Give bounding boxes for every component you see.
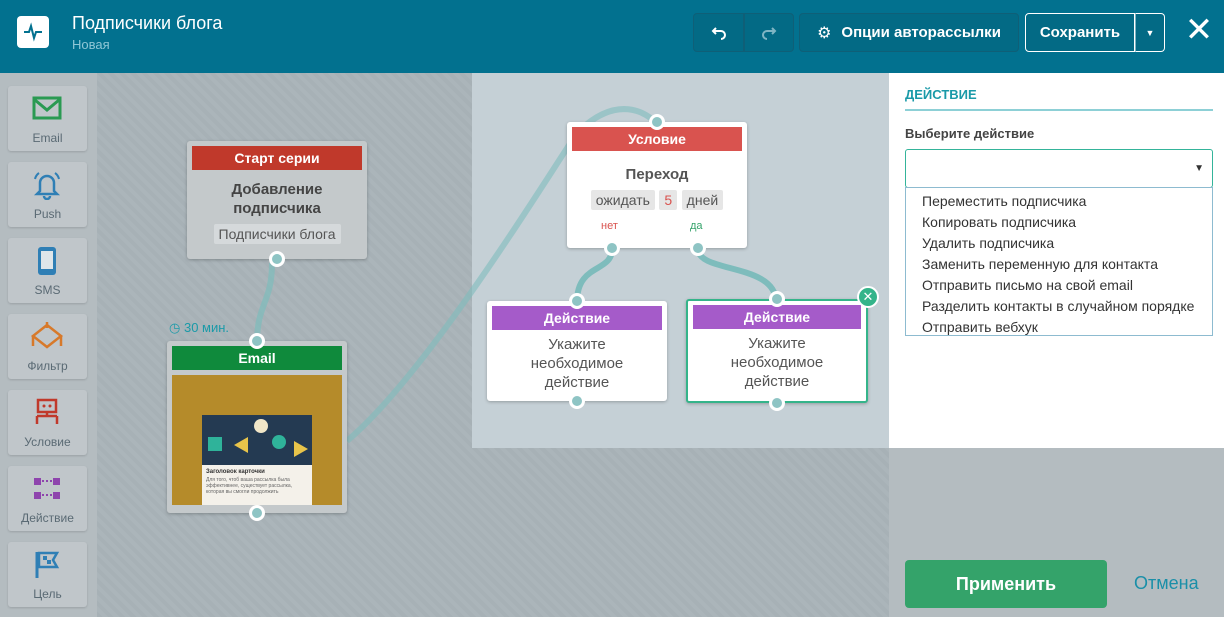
tool-filter-label: Фильтр [27, 359, 68, 373]
envelope-icon [32, 96, 62, 120]
page-title: Подписчики блога [72, 13, 223, 33]
cancel-button[interactable]: Отмена [1134, 573, 1199, 593]
undo-button[interactable] [693, 13, 744, 52]
start-node-tag: Подписчики блога [213, 224, 341, 244]
tool-goal[interactable]: Цель [8, 542, 87, 607]
delay-value: 30 мин. [183, 320, 230, 335]
email-preview: Заголовок карточки Для того, чтоб ваша р… [172, 375, 342, 505]
tool-action-label: Действие [21, 511, 74, 525]
top-bar: Подписчики блога Новая ⚙ Опции авторассы… [0, 0, 1224, 73]
tool-filter[interactable]: Фильтр [8, 314, 87, 379]
clock-icon: ◷ [169, 320, 181, 335]
action-left-input-port[interactable] [569, 293, 585, 309]
redo-button[interactable] [744, 13, 794, 52]
tool-sms-label: SMS [34, 283, 61, 297]
action-left-output-port[interactable] [569, 393, 585, 409]
caret-down-icon: ▼ [1145, 27, 1155, 38]
email-preview-image [202, 415, 312, 465]
action-left-text: Укажите необходимое действие [530, 336, 624, 391]
branch-no-label: нет [601, 220, 618, 232]
condition-node-header: Условие [572, 127, 742, 151]
panel-title: ДЕЙСТВИЕ [905, 87, 977, 102]
option-send-webhook[interactable]: Отправить вебхук [922, 319, 1038, 335]
email-node-header: Email [172, 346, 342, 370]
email-preview-card: Заголовок карточки Для того, чтоб ваша р… [202, 465, 312, 505]
option-move-subscriber[interactable]: Переместить подписчика [922, 193, 1087, 209]
tool-goal-label: Цель [33, 587, 62, 601]
bell-icon [33, 172, 61, 200]
option-replace-variable[interactable]: Заменить переменную для контакта [922, 256, 1158, 272]
save-dropdown-button[interactable]: ▼ [1135, 13, 1165, 52]
option-split-random[interactable]: Разделить контакты в случайном порядке [922, 298, 1195, 314]
option-send-own-email[interactable]: Отправить письмо на свой email [922, 277, 1133, 293]
start-node[interactable]: Старт серии Добавление подписчика Подпис… [187, 141, 367, 267]
tool-condition[interactable]: Условие [8, 390, 87, 455]
autosend-options-label: Опции авторассылки [841, 24, 1001, 41]
wait-days-unit: дней [681, 190, 724, 210]
panel-footer: Применить Отмена [889, 448, 1224, 617]
start-node-title: Добавление подписчика [231, 181, 323, 217]
action-select[interactable]: ▼ [905, 149, 1213, 188]
autosend-options-button[interactable]: ⚙ Опции авторассылки [799, 13, 1019, 52]
email-preview-card-text: Для того, чтоб ваша рассылка была эффект… [206, 477, 293, 495]
condition-node[interactable]: Условие Переход ожидать 5 дней нет да [567, 114, 747, 256]
action-node-right[interactable]: Действие Укажите необходимое действие ✕ [686, 286, 879, 411]
wait-label: ожидать [590, 190, 655, 210]
tool-sidebar: Email Push SMS Фильтр Условие Действие Ц… [0, 73, 97, 617]
condition-icon [35, 398, 59, 424]
tool-push[interactable]: Push [8, 162, 87, 227]
branch-yes-label: да [690, 220, 703, 232]
tool-action[interactable]: Действие [8, 466, 87, 531]
condition-yes-port[interactable] [690, 240, 706, 256]
email-node-input-port[interactable] [249, 333, 265, 349]
email-node[interactable]: Email Заголовок карточки Для того, чтоб … [167, 333, 347, 521]
action-icon [34, 478, 60, 499]
wait-days-value: 5 [659, 190, 678, 210]
save-button[interactable]: Сохранить [1025, 13, 1135, 52]
gear-icon: ⚙ [817, 24, 832, 42]
phone-icon [38, 247, 56, 275]
action-right-header: Действие [693, 305, 861, 329]
workflow-canvas[interactable]: Старт серии Добавление подписчика Подпис… [97, 73, 889, 617]
action-right-input-port[interactable] [769, 291, 785, 307]
action-settings-panel: ДЕЙСТВИЕ Выберите действие ▼ Переместить… [889, 73, 1224, 448]
condition-node-title: Переход [625, 166, 689, 183]
close-icon[interactable]: ✕ [1184, 11, 1214, 49]
condition-node-input-port[interactable] [649, 114, 665, 130]
tool-push-label: Push [33, 207, 62, 221]
pulse-icon[interactable] [17, 16, 49, 48]
action-right-text: Укажите необходимое действие [730, 335, 824, 390]
delay-label[interactable]: ◷ 30 мин. [169, 320, 229, 336]
connectors [254, 106, 779, 444]
action-options-list: Переместить подписчика Копировать подпис… [905, 187, 1213, 336]
tool-condition-label: Условие [24, 435, 71, 449]
apply-button[interactable]: Применить [905, 560, 1107, 608]
tool-email-label: Email [32, 131, 63, 145]
action-right-output-port[interactable] [769, 395, 785, 411]
redo-icon [762, 26, 777, 40]
email-preview-card-title: Заголовок карточки [206, 469, 265, 475]
undo-icon [711, 26, 726, 40]
panel-divider [905, 109, 1213, 111]
chevron-down-icon: ▼ [1194, 163, 1204, 174]
option-delete-subscriber[interactable]: Удалить подписчика [922, 235, 1055, 251]
action-node-left[interactable]: Действие Укажите необходимое действие [487, 293, 667, 409]
tool-sms[interactable]: SMS [8, 238, 87, 303]
tool-email[interactable]: Email [8, 86, 87, 151]
action-left-header: Действие [492, 306, 662, 330]
flag-icon [35, 551, 60, 578]
page-status: Новая [72, 37, 110, 52]
condition-no-port[interactable] [604, 240, 620, 256]
filter-icon [30, 322, 64, 349]
email-node-output-port[interactable] [249, 505, 265, 521]
select-action-label: Выберите действие [905, 126, 1035, 141]
start-node-header: Старт серии [192, 146, 362, 170]
remove-node-icon[interactable]: ✕ [857, 286, 879, 308]
start-node-output-port[interactable] [269, 251, 285, 267]
option-copy-subscriber[interactable]: Копировать подписчика [922, 214, 1077, 230]
